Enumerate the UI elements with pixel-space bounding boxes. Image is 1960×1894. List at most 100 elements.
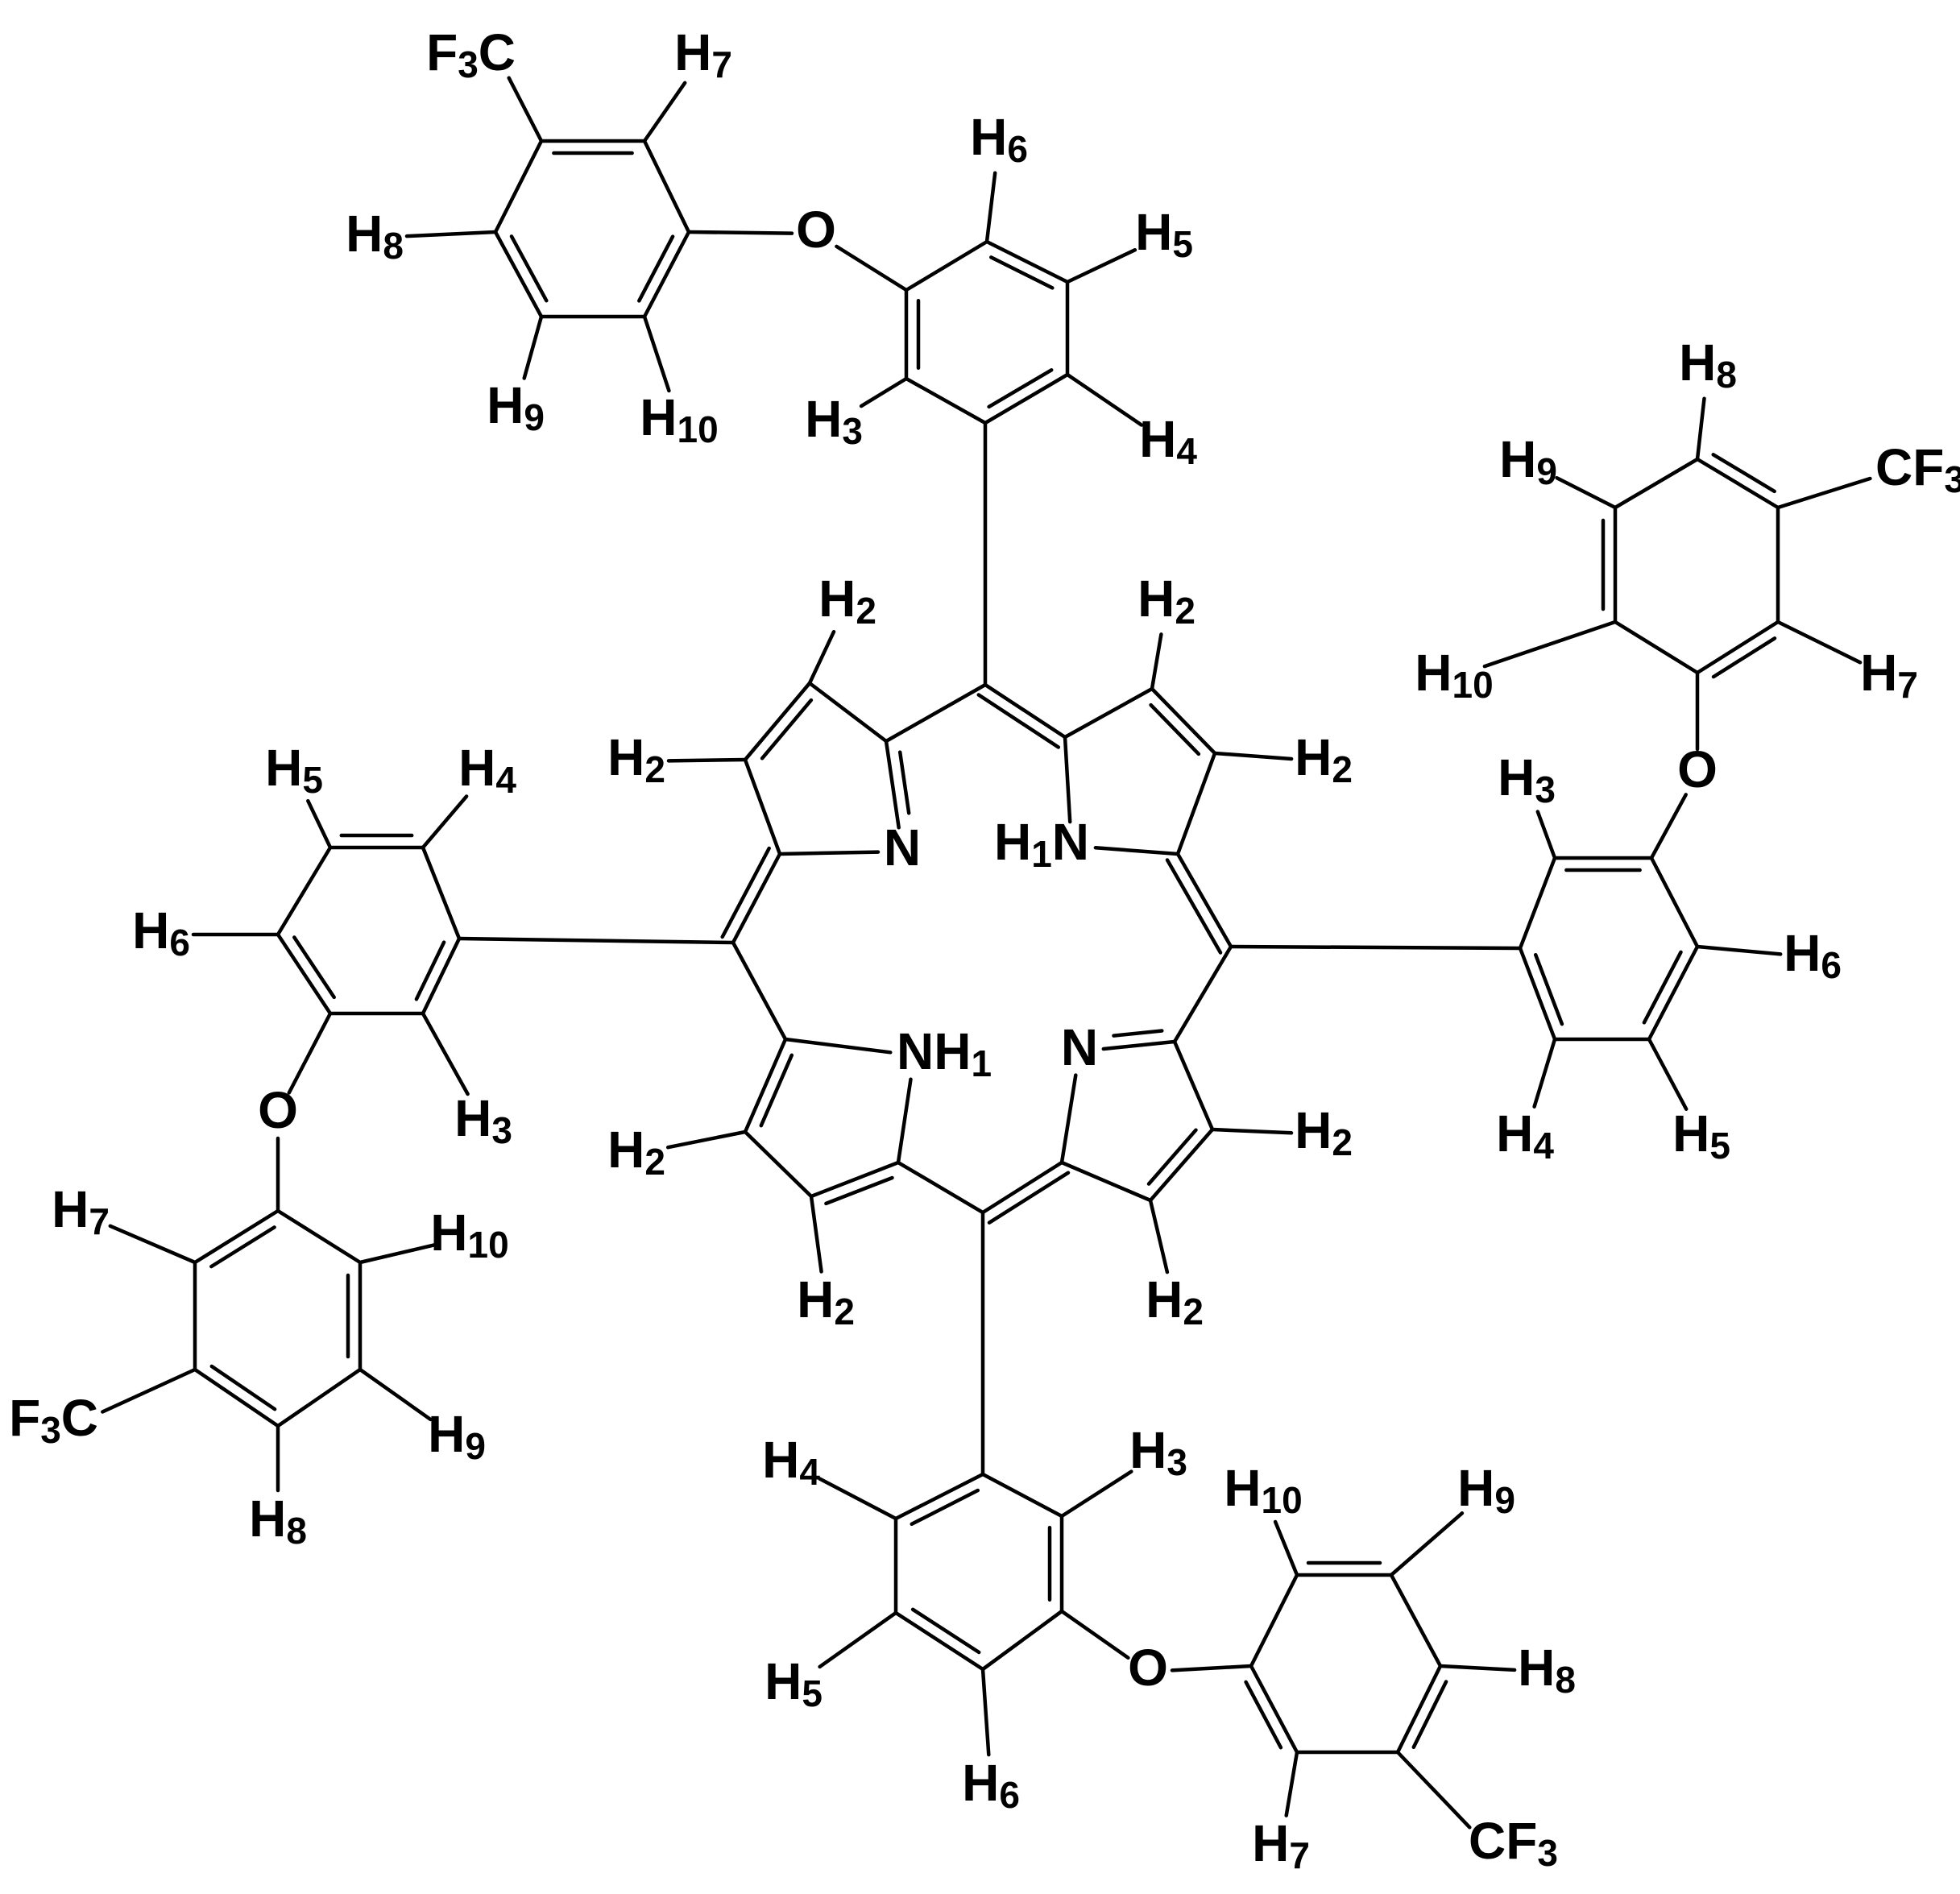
hydrogen-bond-line (809, 1194, 823, 1274)
hydrogen-bond-line (1482, 620, 1618, 669)
bond-line (1695, 457, 1780, 510)
double-bond-line (414, 940, 446, 1001)
hydrogen-label: H6 (132, 901, 190, 964)
bond-line (1093, 846, 1180, 856)
double-bond-line (209, 1225, 276, 1269)
hydrogen-label: H6 (962, 1754, 1020, 1816)
hydrogen-label: H7 (1860, 644, 1918, 706)
hydrogen-bond-line (1438, 1664, 1517, 1672)
oxygen-label: O (1128, 1639, 1168, 1697)
hydrogen-bond-line (1148, 1198, 1170, 1274)
bond-line (893, 1610, 985, 1672)
hydrogen-label: H9 (487, 376, 545, 438)
bond-line (193, 1208, 280, 1265)
bond-line (493, 139, 544, 234)
bond-line (1649, 793, 1688, 860)
bond-line (276, 1367, 363, 1428)
hydrogen-label: H6 (1784, 924, 1842, 986)
hydrogen-bond-line (818, 1477, 898, 1521)
double-bond-line (292, 935, 336, 1000)
hydrogen-bond-line (665, 1129, 748, 1150)
bond-line (1695, 620, 1780, 675)
hydrogen-label: H9 (1499, 430, 1557, 492)
bond-line (1776, 476, 1872, 510)
hydrogen-label: H9 (428, 1405, 486, 1467)
hydrogen-bond-line (1059, 1469, 1133, 1519)
hydrogen-label: H2 (1137, 570, 1195, 632)
hydrogen-label: H8 (1679, 334, 1737, 396)
bond-line (276, 845, 333, 937)
hydrogen-bond-line (358, 1367, 433, 1422)
bond-line (1172, 944, 1233, 1044)
hydrogen-label: H7 (1252, 1814, 1310, 1876)
bond-line (904, 376, 988, 425)
oxygen-label: O (258, 1081, 298, 1139)
bond-line (1613, 620, 1700, 675)
bond-line (896, 1160, 985, 1215)
hydrogen-bond-line (1695, 396, 1706, 462)
bond-line (884, 682, 988, 744)
double-bond-line (1711, 636, 1777, 679)
hydrogen-label: H2 (1295, 1101, 1353, 1163)
bond-line (1613, 457, 1700, 510)
hydrogen-label: H3 (1129, 1421, 1187, 1483)
hydrogen-label: H8 (1518, 1639, 1576, 1701)
bond-line (1063, 735, 1072, 824)
nitrogen-label: N (1061, 1018, 1098, 1076)
bond-line (1059, 1609, 1130, 1660)
bond-line (1172, 1039, 1215, 1132)
hydrogen-bond-line (818, 1610, 898, 1669)
hydrogen-label: H5 (1135, 203, 1193, 265)
bond-line (1518, 946, 1557, 1042)
hydrogen-bond-line (1776, 620, 1863, 665)
nitrogen-label: NH1 (897, 1022, 992, 1084)
oxygen-label: O (1677, 740, 1718, 798)
bond-line (731, 852, 782, 945)
double-bond-line (1533, 952, 1564, 1026)
bond-line (893, 1472, 985, 1521)
double-bond-line (1149, 702, 1201, 756)
bond-line (783, 1037, 893, 1055)
bond-layer (101, 76, 1872, 1830)
bond-line (980, 1472, 1064, 1519)
nitrogen-label: H1N (994, 813, 1089, 875)
hydrogen-bond-line (1273, 1519, 1299, 1577)
bond-line (193, 1367, 280, 1428)
double-bond-line (1146, 1128, 1198, 1186)
hydrogen-bond-line (642, 81, 687, 143)
double-bond-line (976, 693, 1061, 749)
hydrogen-bond-line (859, 376, 909, 408)
double-bond-line (720, 846, 771, 939)
bond-line (983, 682, 1067, 740)
bond-line (642, 139, 691, 234)
double-bond-line (1165, 858, 1223, 955)
hydrogen-label: H5 (1672, 1104, 1730, 1167)
bond-line (287, 1011, 333, 1095)
hydrogen-label: H5 (265, 739, 323, 801)
hydrogen-label: H10 (640, 388, 718, 450)
bond-line (983, 372, 1070, 425)
bond-line (980, 1160, 1064, 1215)
hydrogen-bond-line (1065, 247, 1137, 284)
trifluoromethyl-label: F3C (426, 23, 516, 85)
bond-line (1059, 1160, 1153, 1203)
hydrogen-label: H10 (1415, 644, 1493, 706)
hydrogen-label: H7 (52, 1180, 110, 1242)
hydrogen-bond-line (807, 629, 836, 686)
hydrogen-bond-line (1389, 1511, 1465, 1577)
nitrogen-label: N (884, 819, 921, 877)
hydrogen-label: H4 (1496, 1104, 1554, 1167)
bond-line (1249, 1664, 1299, 1755)
hydrogen-label: H2 (1295, 728, 1353, 790)
hydrogen-label: H10 (1224, 1459, 1302, 1521)
double-bond-line (987, 1171, 1071, 1225)
hydrogen-bond-line (1150, 632, 1163, 691)
hydrogen-bond-line (1695, 944, 1783, 956)
hydrogen-label: H7 (674, 23, 732, 85)
double-bond-line (1112, 1029, 1164, 1038)
hydrogen-label: H3 (454, 1089, 512, 1151)
bond-line (1389, 1573, 1443, 1668)
bond-line (1395, 1750, 1472, 1830)
hydrogen-label: H4 (1139, 410, 1197, 472)
